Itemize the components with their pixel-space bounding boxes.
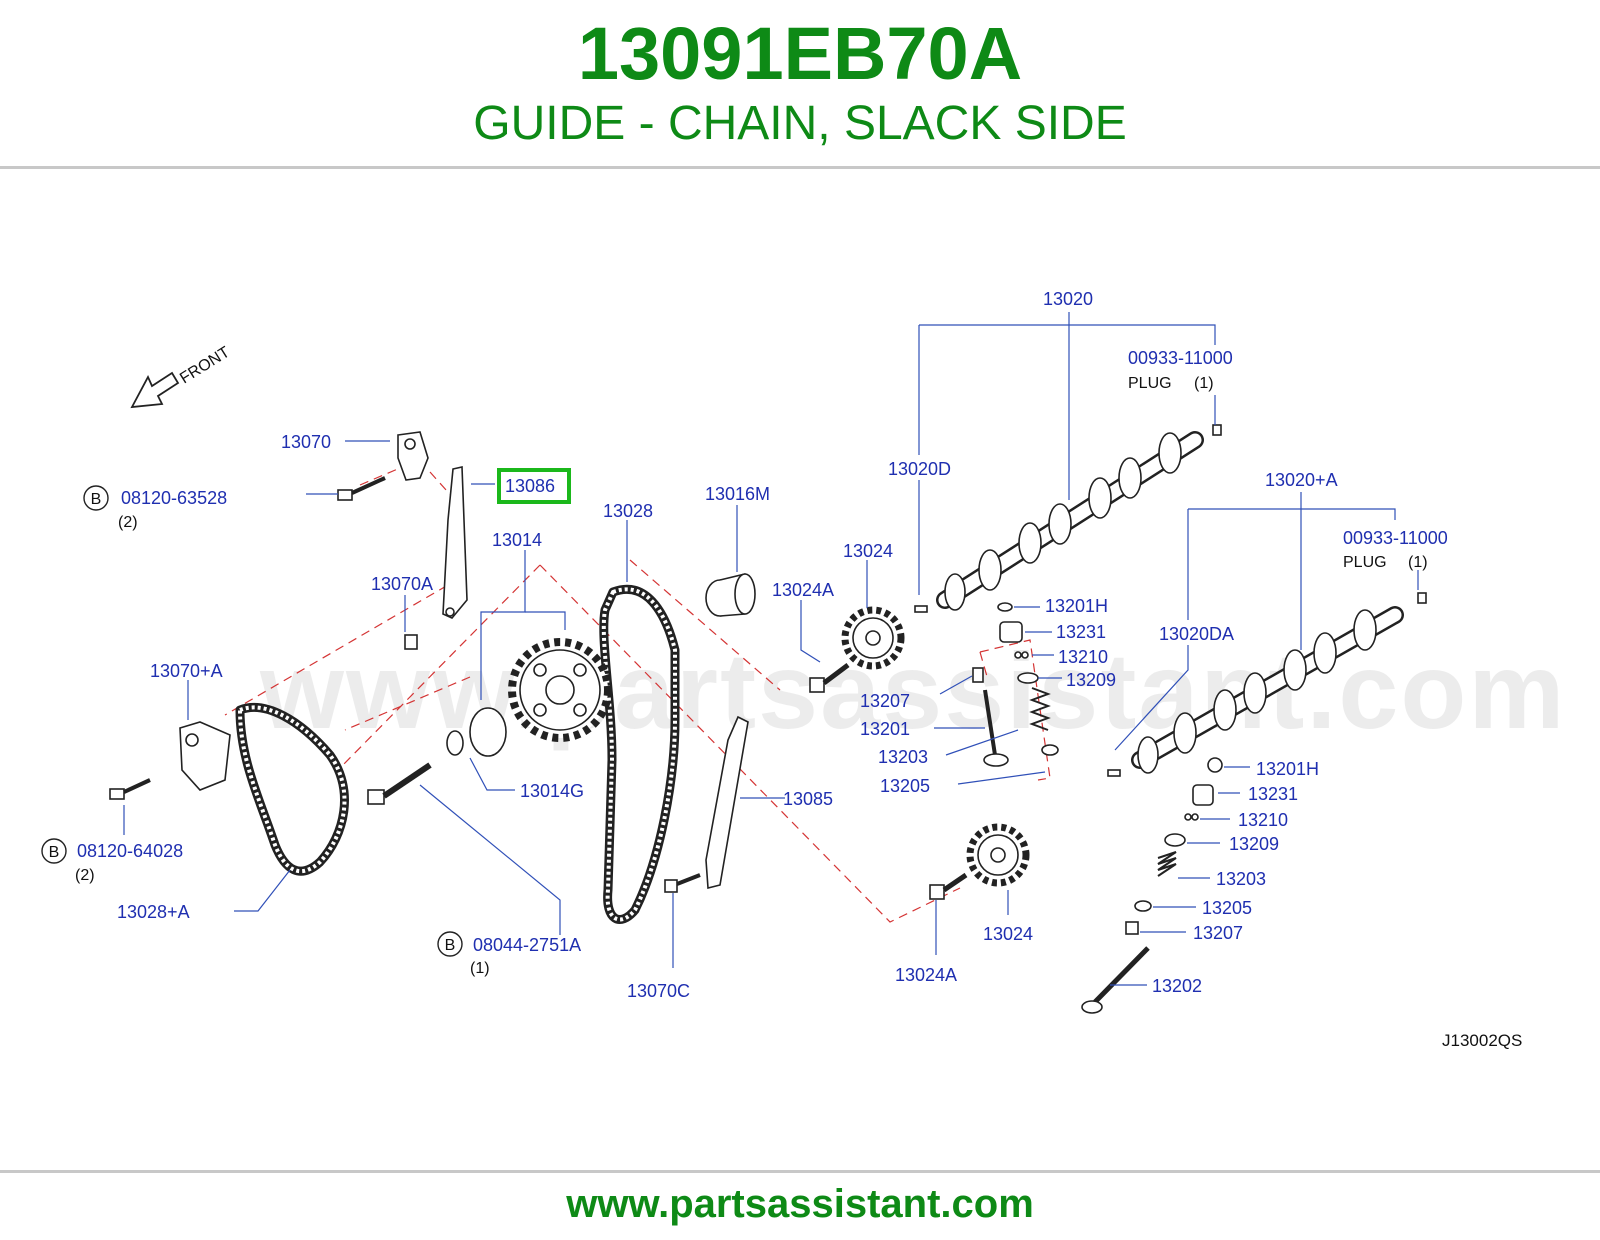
callout-08120-64028: 08120-64028 <box>77 841 183 861</box>
bolt-marker-b: B B B <box>41 485 463 957</box>
front-label: FRONT <box>177 344 233 388</box>
reference-dash-lines <box>224 467 1051 923</box>
diagram-reference-code: J13002QS <box>1442 1031 1522 1050</box>
callout-13231: 13231 <box>1248 784 1298 804</box>
callout-00933-11000: 00933-11000 <box>1343 528 1448 548</box>
callout-qty: (1) <box>470 960 490 977</box>
callout-13014: 13014 <box>492 530 542 550</box>
page-header: 13091EB70A GUIDE - CHAIN, SLACK SIDE <box>0 0 1600 170</box>
sprocket-13014g <box>446 707 507 757</box>
callout-13203: 13203 <box>1216 869 1266 889</box>
valve-train-lower <box>1081 757 1223 1014</box>
footer-divider <box>0 1170 1600 1173</box>
callout-13014g: 13014G <box>520 781 584 801</box>
callout-13024a: 13024A <box>895 965 957 985</box>
callout-13086[interactable]: 13086 <box>505 476 555 496</box>
callout-13024: 13024 <box>843 541 893 561</box>
callout-13207: 13207 <box>860 691 910 711</box>
callout-00933-11000: 00933-11000 <box>1128 348 1233 368</box>
callout-13205: 13205 <box>880 776 930 796</box>
bushing-13016m <box>705 573 756 617</box>
callout-13070: 13070 <box>281 432 331 452</box>
sprocket-13014 <box>508 638 612 742</box>
parts-diagram: FRONT <box>41 289 1522 1050</box>
diagram-text: B <box>91 491 102 508</box>
callout-13016m: 13016M <box>705 484 770 504</box>
callout-13020da: 13020DA <box>1159 624 1234 644</box>
callout-13209: 13209 <box>1229 834 1279 854</box>
callout-labels: 13070 13086 08120-63528 (2) 13028 13014 … <box>75 289 1448 1001</box>
callout-13020d: 13020D <box>888 459 951 479</box>
callout-13201h: 13201H <box>1256 759 1319 779</box>
callout-13209: 13209 <box>1066 670 1116 690</box>
camshaft-13020a <box>1107 592 1427 777</box>
callout-13024: 13024 <box>983 924 1033 944</box>
footer-url[interactable]: www.partsassistant.com <box>566 1182 1034 1226</box>
camshaft-sprocket-13024-top <box>841 606 905 670</box>
callout-13028-plus-a: 13028+A <box>117 902 190 922</box>
callout-13020a: 13020+A <box>1265 470 1338 490</box>
callout-13205: 13205 <box>1202 898 1252 918</box>
callout-13085: 13085 <box>783 789 833 809</box>
chain-tensioner-13070a <box>179 721 231 791</box>
diagram-text: B <box>49 844 60 861</box>
valve-train-upper <box>972 602 1059 767</box>
callout-08120-63528: 08120-63528 <box>121 488 227 508</box>
callout-qty: (1) <box>1194 375 1214 392</box>
chain-guide-tension-side <box>705 715 749 890</box>
callout-13201: 13201 <box>860 719 910 739</box>
part-number-title: 13091EB70A <box>577 12 1023 95</box>
callout-13070-plus-a: 13070+A <box>150 661 223 681</box>
callout-plug: PLUG <box>1343 554 1387 571</box>
timing-chain-13028a <box>235 702 349 876</box>
leader-lines <box>123 312 1419 986</box>
callout-13028: 13028 <box>603 501 653 521</box>
callout-qty: (1) <box>1408 554 1428 571</box>
callout-13020: 13020 <box>1043 289 1093 309</box>
callout-13210: 13210 <box>1058 647 1108 667</box>
header-divider <box>0 166 1600 169</box>
callout-qty: (2) <box>118 514 138 531</box>
callout-plug: PLUG <box>1128 375 1172 392</box>
callout-13231: 13231 <box>1056 622 1106 642</box>
callout-13070a: 13070A <box>371 574 433 594</box>
callout-13207: 13207 <box>1193 923 1243 943</box>
callout-13024a: 13024A <box>772 580 834 600</box>
part-name-subtitle: GUIDE - CHAIN, SLACK SIDE <box>473 97 1127 150</box>
chain-guide-slack-side <box>442 466 468 619</box>
callout-13070c: 13070C <box>627 981 690 1001</box>
timing-chain-13028 <box>599 584 680 924</box>
callout-13201h: 13201H <box>1045 596 1108 616</box>
callout-13202: 13202 <box>1152 976 1202 996</box>
chain-tensioner-13070 <box>397 431 429 481</box>
callout-qty: (2) <box>75 867 95 884</box>
callout-13210: 13210 <box>1238 810 1288 830</box>
bolts <box>109 476 968 900</box>
camshaft-13020 <box>914 424 1222 613</box>
selected-part-highlight <box>497 468 571 504</box>
front-arrow-icon <box>130 371 180 409</box>
diagram-text: B <box>445 937 456 954</box>
callout-13203: 13203 <box>878 747 928 767</box>
camshaft-sprocket-13024-bottom <box>966 823 1030 887</box>
callout-08044-2751a: 08044-2751A <box>473 935 581 955</box>
